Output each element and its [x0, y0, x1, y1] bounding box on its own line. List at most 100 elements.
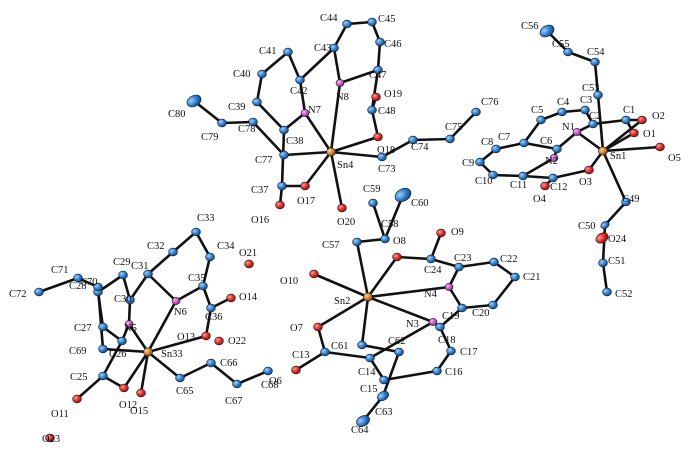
atom-c58 [380, 234, 390, 244]
atom-label-c32: C32 [147, 241, 165, 252]
bond-c39-c40 [255, 72, 264, 104]
bond-c33-c34 [194, 230, 212, 259]
atom-label-c64: C64 [351, 425, 369, 436]
atom-label-c71: C71 [51, 265, 69, 276]
atom-label-n8: N8 [336, 92, 349, 103]
bond-c48-o18 [370, 108, 380, 139]
bond-c36-o13 [204, 306, 213, 338]
bond-sn33-n5 [127, 322, 150, 354]
bond-c38-c39 [255, 100, 286, 132]
atom-c64 [356, 415, 370, 427]
atom-label-c16: C16 [445, 367, 463, 378]
atom-label-c17: C17 [460, 347, 478, 358]
atom-c7 [519, 138, 529, 148]
bond-c19-c20 [460, 303, 495, 310]
atom-label-o19: O19 [384, 89, 402, 100]
atom-c2 [588, 119, 598, 129]
bond-c20-c21 [491, 275, 517, 307]
atom-label-c8: C8 [481, 137, 493, 148]
atom-c19 [457, 303, 467, 313]
bond-sn2-o7 [316, 295, 370, 329]
bond-c43-n8 [332, 46, 342, 85]
atom-label-o13: O13 [177, 332, 195, 343]
atom-n1 [572, 128, 582, 136]
atom-label-c57: C57 [322, 240, 340, 251]
atom-label-o6: O6 [269, 376, 282, 387]
atom-c63 [377, 390, 389, 402]
atom-label-c26: C26 [109, 349, 127, 360]
bond-c10-c11 [491, 173, 525, 178]
atom-label-c22: C22 [500, 254, 518, 265]
bond-sn4-o17 [303, 150, 333, 188]
atom-label-o12: O12 [119, 400, 137, 411]
atom-label-c18: C18 [438, 335, 456, 346]
bond-c75-c76 [448, 110, 478, 141]
atom-c35 [198, 281, 208, 291]
bond-sn33-o15 [139, 350, 150, 395]
atom-c60 [394, 187, 412, 203]
atom-o11 [72, 394, 82, 404]
atom-o24 [595, 232, 609, 244]
atom-label-n6: N6 [174, 307, 187, 318]
atom-c27 [98, 322, 108, 332]
atom-o6 [291, 365, 301, 375]
atom-label-c69: C69 [69, 346, 87, 357]
atom-label-c2: C2 [589, 111, 601, 122]
atom-c56 [539, 24, 555, 38]
bond-o7-c13 [316, 325, 327, 354]
atom-label-c15: C15 [360, 384, 378, 395]
atom-c55 [563, 47, 573, 57]
bond-sn33-c65 [146, 350, 182, 380]
bond-c14-n3 [368, 320, 435, 360]
atom-label-c75: C75 [445, 122, 463, 133]
atom-label-c59: C59 [363, 184, 381, 195]
atom-c53 [593, 90, 603, 100]
atom-label-o11: O11 [51, 409, 69, 420]
atom-label-c50: C50 [578, 221, 596, 232]
bond-c32-c33 [171, 230, 198, 254]
atom-sn33 [143, 347, 153, 357]
atom-label-o5: O5 [668, 153, 681, 164]
atom-label-o7: O7 [290, 323, 303, 334]
atom-c6 [552, 144, 562, 154]
atom-label-c80: C80 [168, 109, 186, 120]
atom-o15 [136, 388, 146, 398]
atom-c75 [445, 134, 455, 144]
atom-c50 [600, 221, 610, 229]
bond-c47-n8 [338, 68, 380, 85]
atom-label-sn33: Sn33 [161, 349, 183, 360]
atom-label-c76: C76 [481, 97, 499, 108]
atom-sn2 [363, 292, 373, 302]
bond-sn1-o2 [601, 118, 644, 153]
bond-c66-c67 [209, 361, 239, 386]
atom-label-c34: C34 [217, 241, 235, 252]
atom-c61 [357, 340, 367, 350]
bond-c24-o9 [429, 231, 443, 261]
atom-c11 [518, 171, 528, 181]
bond-sn1-o5 [601, 145, 662, 153]
atom-label-c45: C45 [378, 14, 396, 25]
bond-c31-n6 [146, 272, 178, 303]
atom-label-c21: C21 [523, 272, 541, 283]
bond-c1-c2 [591, 118, 628, 126]
atom-c18 [435, 322, 445, 332]
atom-label-c67: C67 [225, 396, 243, 407]
bond-c23-c24 [429, 257, 461, 269]
atom-c33 [191, 227, 201, 237]
atom-label-c28: C28 [69, 281, 87, 292]
bond-sn4-o20 [329, 150, 344, 210]
atom-c42 [295, 75, 305, 85]
bond-c58-c60 [383, 193, 405, 241]
atom-label-o24: O24 [608, 234, 627, 245]
atom-label-sn2: Sn2 [334, 296, 350, 307]
atom-label-c29: C29 [113, 257, 131, 268]
atom-label-o17: O17 [297, 196, 315, 207]
bond-sn1-c49 [601, 149, 628, 204]
bond-c67-c68 [235, 369, 270, 386]
atom-label-c14: C14 [358, 367, 376, 378]
atom-c66 [206, 358, 216, 368]
bond-c41-c42 [286, 50, 302, 82]
bond-c7-c8 [494, 141, 526, 151]
atom-label-c39: C39 [228, 102, 246, 113]
